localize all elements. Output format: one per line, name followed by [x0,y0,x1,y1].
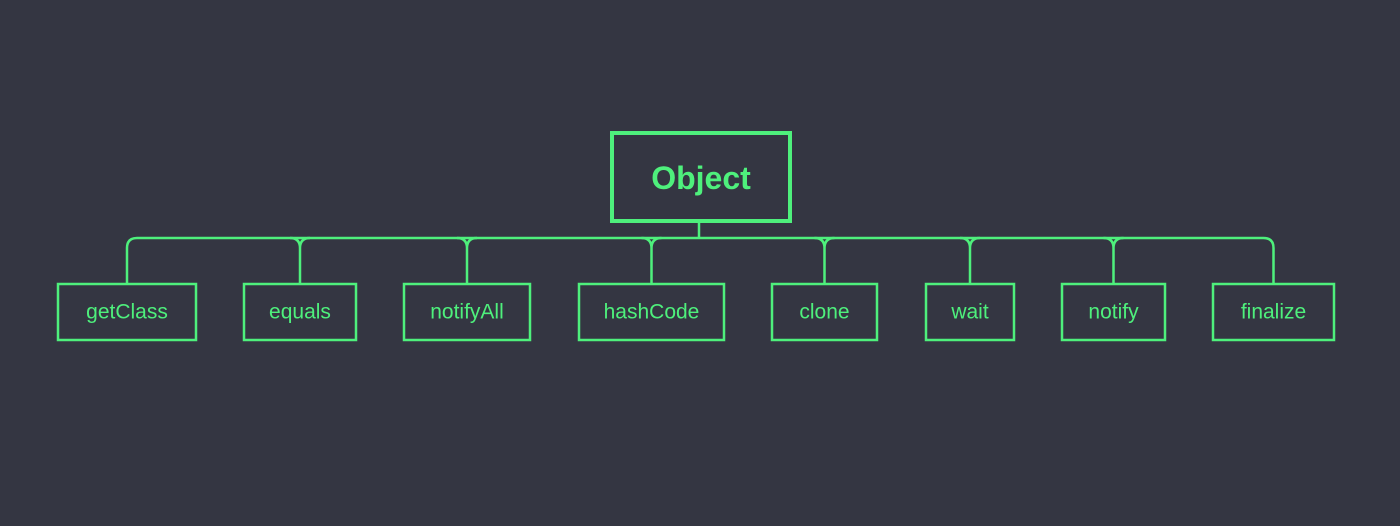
child-node-equals: equals [242,282,358,342]
child-node-wait: wait [924,282,1016,342]
connector-equals [289,236,311,284]
child-node-label: clone [799,301,849,324]
child-node-label: getClass [86,301,168,324]
child-node-box [577,282,726,342]
connector-notify [1103,236,1124,284]
child-node-box [56,282,198,342]
child-node-box [770,282,879,342]
child-node-box [242,282,358,342]
child-node-box [402,282,532,342]
connector-notifyAll [456,236,478,284]
root-node-box [610,131,792,223]
child-node-getClass: getClass [56,282,198,342]
child-node-finalize: finalize [1211,282,1336,342]
connector-clone [814,236,835,284]
child-node-box [1060,282,1167,342]
connector-wait [959,236,981,284]
child-node-hashCode: hashCode [577,282,726,342]
connector-lines [125,223,1275,284]
child-node-clone: clone [770,282,879,342]
connector-getClass [125,236,138,284]
connector-hashCode [641,236,662,284]
child-node-label: notify [1088,301,1139,324]
child-node-label: finalize [1241,301,1306,324]
child-node-notify: notify [1060,282,1167,342]
connector-finalize [1263,236,1275,284]
child-node-label: notifyAll [430,301,504,324]
root-node-label: Object [651,160,751,196]
root-node: Object [610,131,792,223]
child-node-notifyAll: notifyAll [402,282,532,342]
child-node-label: wait [950,301,989,324]
child-nodes: getClass equals notifyAll hashCode clone wait… [56,282,1336,342]
child-node-label: hashCode [604,301,700,324]
child-node-box [1211,282,1336,342]
child-node-label: equals [269,301,331,324]
child-node-box [924,282,1016,342]
